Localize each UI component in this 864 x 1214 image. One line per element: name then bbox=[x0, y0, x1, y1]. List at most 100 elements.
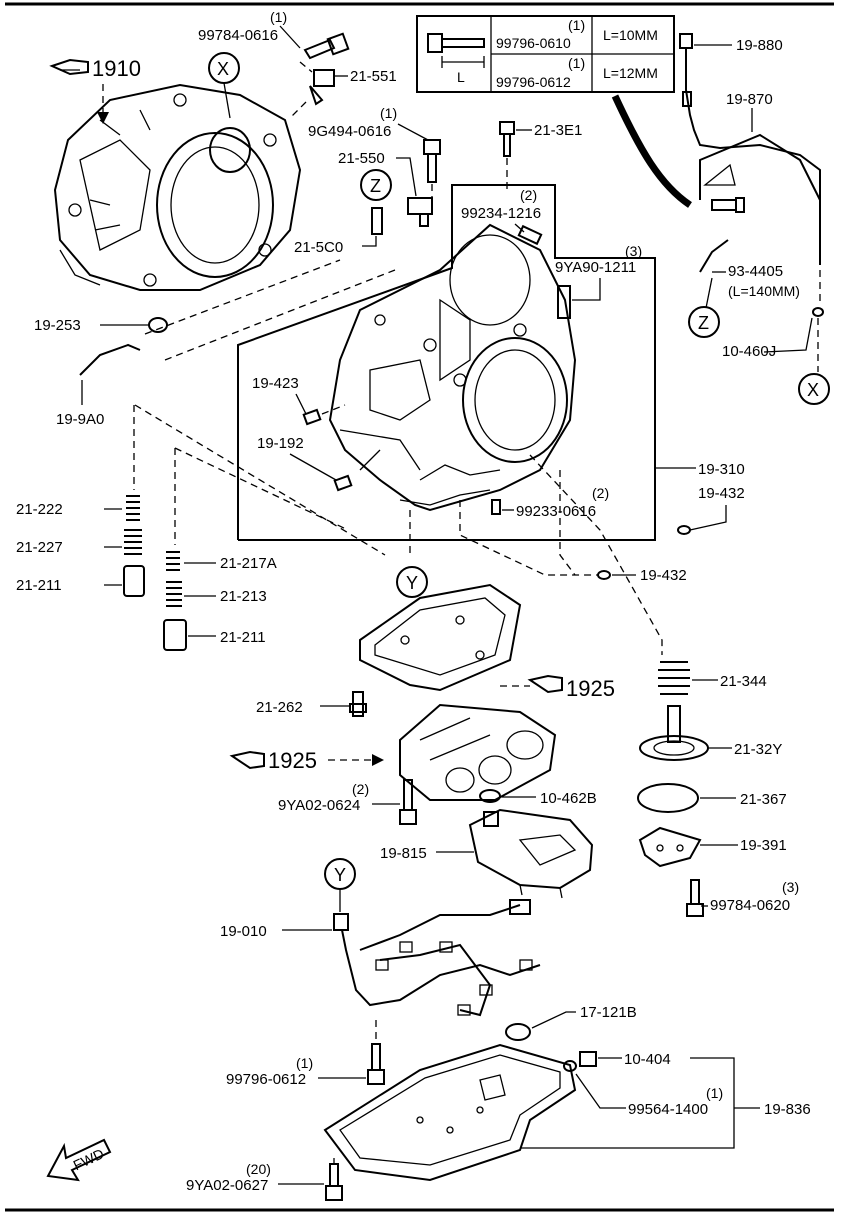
plug-part bbox=[148, 317, 168, 333]
o-ring-part bbox=[479, 789, 501, 803]
fwd-label: FWD bbox=[71, 1145, 107, 1173]
part-99233-0616: 99233-0616 bbox=[516, 503, 596, 520]
bolt-part bbox=[399, 779, 417, 825]
part-21-32Y: 21-32Y bbox=[734, 741, 782, 758]
part-21-5C0: 21-5C0 bbox=[294, 239, 343, 256]
table-row-length: L=10MM bbox=[603, 27, 658, 43]
leader-line bbox=[572, 278, 601, 301]
table-pointer-curve bbox=[611, 94, 692, 208]
marker-z-circle bbox=[688, 306, 720, 338]
part-19-253: 19-253 bbox=[34, 317, 81, 334]
part-note: (L=140MM) bbox=[728, 283, 800, 299]
hand-pointer-icon bbox=[49, 58, 89, 76]
sensor-part bbox=[407, 197, 433, 227]
part-qty: (1) bbox=[380, 105, 397, 121]
part-19-9A0: 19-9A0 bbox=[56, 411, 104, 428]
part-10-404: 10-404 bbox=[624, 1051, 671, 1068]
table-row-part: 99796-0610 bbox=[496, 35, 571, 51]
bolt-length-label: L bbox=[457, 69, 465, 85]
leader-line bbox=[289, 453, 337, 481]
pin-part bbox=[491, 499, 501, 515]
wiring-harness bbox=[333, 899, 541, 1017]
spring-part bbox=[658, 661, 690, 695]
spring-part bbox=[166, 581, 182, 607]
marker-z: Z bbox=[370, 176, 381, 196]
bolt-part bbox=[349, 691, 367, 717]
part-93-4405: 93-4405 bbox=[728, 263, 783, 280]
leader-line bbox=[531, 1011, 576, 1029]
o-ring-part bbox=[677, 525, 691, 535]
pin-part bbox=[517, 224, 543, 246]
part-21-550: 21-550 bbox=[338, 150, 385, 167]
part-19-432: 19-432 bbox=[640, 567, 687, 584]
leader-line bbox=[397, 123, 429, 141]
valve-body bbox=[399, 703, 557, 801]
marker-z: Z bbox=[698, 313, 709, 333]
transmission-case bbox=[328, 223, 577, 512]
part-qty: (3) bbox=[625, 243, 642, 259]
spring-part bbox=[166, 551, 180, 571]
marker-y: Y bbox=[334, 865, 346, 885]
bolt-part bbox=[303, 32, 350, 60]
leader-line bbox=[520, 1057, 735, 1149]
part-qty: (1) bbox=[270, 9, 287, 25]
spring-part bbox=[124, 529, 142, 555]
fwd-arrow-icon: FWD bbox=[46, 1138, 112, 1182]
dash-line bbox=[459, 500, 598, 576]
marker-leader bbox=[223, 82, 231, 119]
pin-part bbox=[371, 207, 383, 235]
dipstick-part bbox=[679, 33, 821, 265]
part-19-010: 19-010 bbox=[220, 923, 267, 940]
hose-part bbox=[699, 239, 729, 273]
oil-filter bbox=[468, 808, 594, 899]
part-21-551: 21-551 bbox=[350, 68, 397, 85]
dash-line bbox=[299, 61, 313, 73]
part-21-211: 21-211 bbox=[16, 577, 62, 594]
leader-line bbox=[763, 317, 813, 353]
marker-y-circle bbox=[396, 566, 428, 598]
dash-line bbox=[321, 404, 346, 415]
bolt-part bbox=[499, 121, 515, 157]
part-qty: (20) bbox=[246, 1161, 271, 1177]
arrow-head-icon bbox=[372, 754, 384, 766]
leader-line bbox=[362, 236, 377, 247]
part-21-367: 21-367 bbox=[740, 791, 787, 808]
part-21-213: 21-213 bbox=[220, 588, 267, 605]
dash-line bbox=[289, 101, 307, 119]
part-21-3E1: 21-3E1 bbox=[534, 122, 582, 139]
filler-tube-part bbox=[699, 133, 821, 201]
part-99564-1400: 99564-1400 bbox=[628, 1101, 708, 1118]
plug-part bbox=[302, 408, 322, 426]
dash-line bbox=[559, 470, 576, 576]
bolt-part bbox=[325, 1163, 343, 1201]
leader-line bbox=[575, 1073, 626, 1109]
main-case-frame bbox=[237, 184, 656, 541]
table-row-length: L=12MM bbox=[603, 65, 658, 81]
drain-plug-part bbox=[563, 1051, 597, 1072]
leader-line bbox=[279, 25, 301, 49]
dash-line bbox=[164, 269, 396, 361]
leader-line bbox=[514, 223, 525, 233]
marker-x: X bbox=[807, 380, 819, 400]
part-21-211: 21-211 bbox=[220, 629, 266, 646]
part-19-432: 19-432 bbox=[698, 485, 745, 502]
part-19-423: 19-423 bbox=[252, 375, 299, 392]
marker-y: Y bbox=[406, 573, 418, 593]
bolt-part bbox=[711, 197, 745, 213]
part-19-836: 19-836 bbox=[764, 1101, 811, 1118]
servo-cover bbox=[638, 826, 702, 868]
leader-line bbox=[295, 393, 307, 415]
table-row-part: 99796-0612 bbox=[496, 74, 571, 90]
leader-line bbox=[705, 277, 713, 309]
spring-part bbox=[126, 495, 140, 521]
plug-part bbox=[163, 619, 187, 651]
part-qty: (2) bbox=[352, 781, 369, 797]
part-21-262: 21-262 bbox=[256, 699, 303, 716]
part-21-344: 21-344 bbox=[720, 673, 767, 690]
marker-x-circle bbox=[798, 373, 830, 405]
plug-part bbox=[333, 474, 353, 492]
bolt-length-table: L (1) 99796-0610 L=10MM (1) 99796-0612 L… bbox=[416, 15, 675, 93]
part-qty: (2) bbox=[592, 485, 609, 501]
